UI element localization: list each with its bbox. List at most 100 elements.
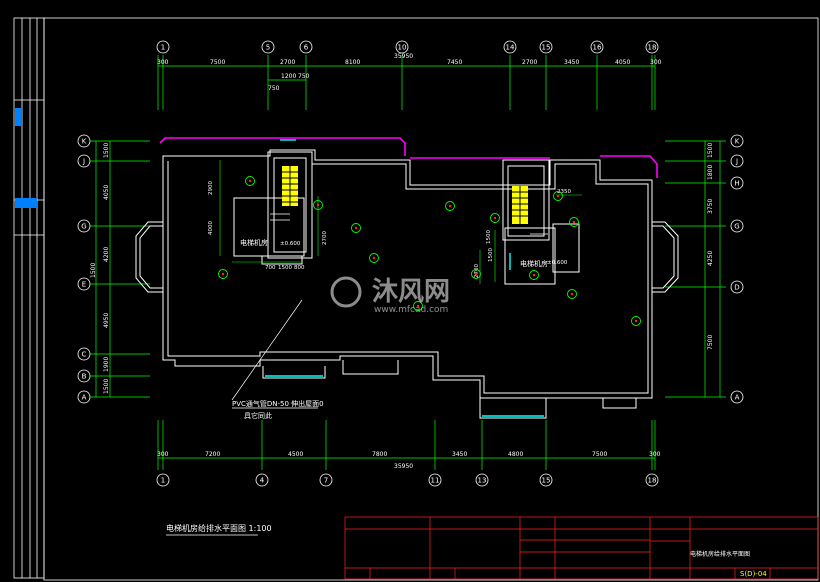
dim-text: 2700: [522, 59, 537, 66]
dim-text: 2700: [280, 59, 295, 66]
dim-text: 2700: [322, 231, 328, 245]
dim-text: 1200: [281, 73, 296, 80]
axis-bubble: [730, 134, 744, 148]
stair-treads-left: [270, 166, 298, 221]
watermark-url: www.mfcad.com: [374, 305, 448, 315]
dim-text: 750: [298, 73, 310, 80]
dim-text: 2700: [474, 264, 480, 278]
watermark: 沐风网 www.mfcad.com: [330, 276, 450, 315]
roof-drain-markers: [218, 176, 641, 326]
roof-drain-center: [634, 319, 638, 323]
roof-drain-center: [572, 220, 576, 224]
axis-bubble: [645, 473, 659, 487]
dim-text: 4800: [508, 451, 523, 458]
note-text: PVC通气管DN-50 伸出屋面0: [232, 399, 324, 408]
axis-label: A: [735, 394, 740, 402]
axis-label: 18: [648, 477, 657, 485]
room-level-left: ±0.600: [280, 241, 301, 247]
dim-text: 4050: [103, 185, 110, 200]
axis-label: 16: [593, 44, 602, 52]
axis-label: G: [734, 223, 739, 231]
dim-text: 4500: [288, 451, 303, 458]
axis-label: 1: [161, 44, 165, 52]
axis-bubble: [730, 154, 744, 168]
axis-bubble: [395, 40, 409, 54]
roof-drain-marker: [631, 316, 641, 326]
roof-drain-marker: [569, 217, 579, 227]
dim-text: 3450: [452, 451, 467, 458]
dim-text: 1500: [486, 230, 492, 244]
axis-bubble: [255, 473, 269, 487]
dim-text: 300: [649, 451, 661, 458]
roof-drain-center: [221, 272, 225, 276]
stair-shaft-right: [502, 159, 580, 285]
roof-drain-marker: [369, 253, 379, 263]
parapet-outline: [159, 137, 406, 156]
right-dimension-chain: [665, 140, 726, 398]
axis-label: J: [735, 158, 738, 166]
axis-bubble: [730, 176, 744, 190]
roof-drain-center: [416, 304, 420, 308]
dim-text: 1500: [103, 143, 110, 158]
axis-bubble: [299, 40, 313, 54]
roof-drain-marker: [313, 200, 323, 210]
dim-text: 1800: [707, 165, 714, 180]
axis-bubble: [539, 40, 553, 54]
bottom-dimension-chain: [157, 420, 656, 470]
axis-label: 7: [324, 477, 328, 485]
left-dimension-chain: [90, 140, 150, 398]
axis-bubble: [319, 473, 333, 487]
axis-label: 4: [260, 477, 265, 485]
axis-label: K: [735, 138, 740, 146]
dim-text: 7200: [205, 451, 220, 458]
drawing-title: 电梯机房给排水平面图 1:100: [166, 523, 272, 533]
axis-bubble: [645, 40, 659, 54]
axis-bubble: [475, 473, 489, 487]
dim-text: 1500: [707, 143, 714, 158]
roof-drain-center: [556, 194, 560, 198]
axis-bubble: [503, 40, 517, 54]
axis-label: C: [82, 351, 87, 359]
roof-drain-center: [493, 216, 497, 220]
room-level-right: ±0.600: [547, 260, 568, 266]
dim-text: 4950: [103, 313, 110, 328]
axis-label: J: [82, 158, 85, 166]
roof-drain-marker: [490, 213, 500, 223]
roof-drain-center: [316, 203, 320, 207]
dim-text: 300: [650, 59, 662, 66]
axis-label: 14: [506, 44, 515, 52]
dim-text: 4050: [615, 59, 630, 66]
bay-windows: [135, 221, 679, 419]
axis-label: 5: [266, 44, 270, 52]
overall-dim-bottom: 35950: [394, 463, 413, 470]
right-dimension-texts: 1500 1800 3750 4250 7500: [707, 143, 714, 350]
axis-label: E: [82, 281, 86, 289]
note-leader: [231, 299, 303, 401]
roof-drain-center: [570, 292, 574, 296]
axis-label: 6: [304, 44, 309, 52]
dim-text: 1900: [103, 357, 110, 372]
left-dimension-texts: 1500 4050 4200 1500 4950 1900 1500: [90, 143, 110, 394]
roof-drain-center: [532, 273, 536, 277]
dim-text: 4250: [707, 251, 714, 266]
roof-drain-marker: [351, 223, 361, 233]
room-label-right: 电梯机房: [520, 259, 548, 268]
roof-drain-marker: [245, 176, 255, 186]
dim-text: 2350: [557, 189, 571, 195]
dim-text: 3450: [564, 59, 579, 66]
axis-label: 18: [648, 44, 657, 52]
axis-label: B: [82, 373, 87, 381]
roof-drain-marker: [567, 289, 577, 299]
title-block: [344, 516, 819, 580]
building-outline: [162, 149, 653, 399]
axis-bubble: [590, 40, 604, 54]
axis-label: K: [82, 138, 87, 146]
axis-label: D: [734, 284, 739, 292]
axis-bubble: [261, 40, 275, 54]
axis-bubble: [539, 473, 553, 487]
inner-dimension-lines: [219, 160, 582, 284]
